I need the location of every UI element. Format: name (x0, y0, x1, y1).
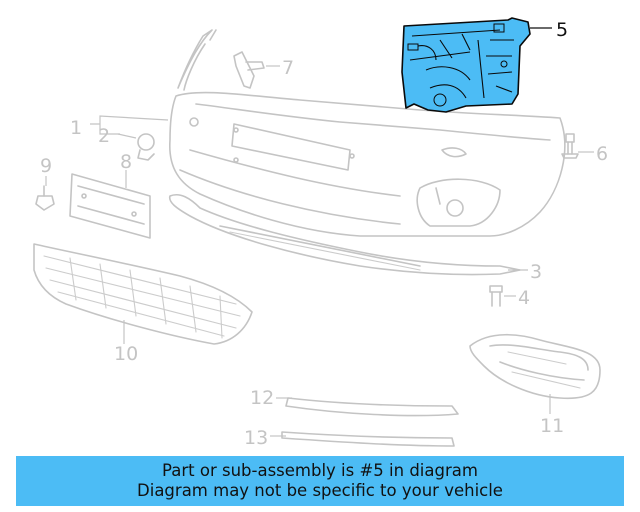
trim-strip-part-12 (285, 397, 459, 417)
clip-part-7 (233, 51, 265, 89)
banner-line-1: Part or sub-assembly is #5 in diagram (162, 461, 478, 480)
bracket-part-5[interactable] (401, 17, 531, 113)
sensor-part-2 (137, 133, 155, 161)
lower-spoiler-part-3 (168, 193, 521, 276)
screw-part-6 (561, 133, 579, 159)
leader-2 (117, 133, 137, 139)
leader-1 (90, 115, 169, 135)
callout-11: 11 (540, 415, 564, 437)
callout-10: 10 (114, 343, 138, 365)
callout-9: 9 (40, 155, 52, 177)
info-banner: Part or sub-assembly is #5 in diagram Di… (16, 456, 624, 506)
callout-13: 13 (244, 427, 268, 449)
lower-grille-part-10 (33, 243, 253, 345)
callout-1: 1 (70, 117, 82, 139)
trim-strip-part-13 (281, 431, 455, 447)
callout-5: 5 (556, 19, 568, 41)
fog-bezel-part-11 (469, 333, 601, 400)
callout-2: 2 (98, 125, 110, 147)
bumper-cover-part-1 (169, 29, 566, 237)
license-bracket-part-8 (69, 173, 151, 239)
callout-6: 6 (596, 143, 608, 165)
bolt-part-4 (489, 285, 503, 307)
callout-8: 8 (120, 151, 132, 173)
callout-12: 12 (250, 387, 274, 409)
push-clip-part-9 (35, 185, 55, 211)
banner-line-2: Diagram may not be specific to your vehi… (137, 481, 503, 500)
callout-7: 7 (282, 57, 294, 79)
callout-4: 4 (518, 287, 530, 309)
callout-3: 3 (530, 261, 542, 283)
